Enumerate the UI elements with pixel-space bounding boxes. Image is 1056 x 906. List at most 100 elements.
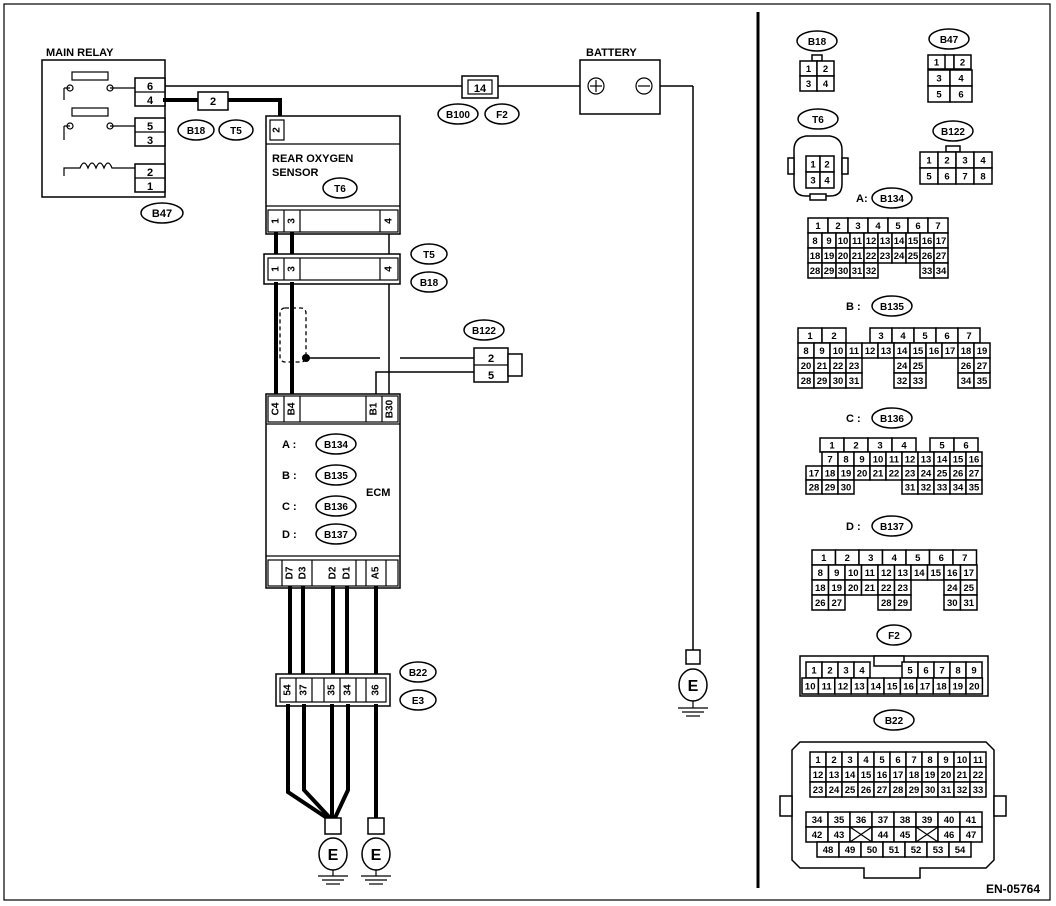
pin-number: 20 — [838, 251, 849, 262]
pin-number: 15 — [861, 770, 872, 781]
pin-number: 20 — [801, 361, 812, 372]
pin-number: 9 — [819, 346, 824, 357]
pin-number: 13 — [897, 568, 908, 579]
pin-number: 11 — [849, 346, 860, 357]
pin-number: 7 — [962, 553, 967, 564]
connector-code-b134: B134 — [324, 440, 348, 451]
pin-number: 31 — [852, 266, 863, 277]
pin-number: 1 — [811, 666, 817, 677]
pin-number: 17 — [936, 236, 947, 247]
pin-number: 27 — [977, 361, 988, 372]
relay-pin-label: 2 — [147, 167, 153, 179]
pin-number: 4 — [859, 666, 865, 677]
pin-number: 23 — [897, 583, 908, 594]
pin-cell — [953, 54, 972, 70]
rear-oxygen-sensor: 2 REAR OXYGEN SENSOR T6 1 3 4 — [265, 115, 401, 235]
pin-unused-mark — [915, 826, 939, 843]
pin-number: 53 — [933, 845, 944, 856]
pin-cell — [959, 594, 978, 611]
pin-number: 6 — [895, 755, 900, 766]
pin-number: 20 — [857, 469, 868, 480]
pin-number: 30 — [841, 483, 852, 494]
pin-number: 6 — [939, 553, 944, 564]
pin-number: 1 — [806, 64, 812, 75]
ground-label: E — [688, 678, 699, 695]
pin-number: 10 — [838, 236, 849, 247]
pin-number: 16 — [877, 770, 888, 781]
pin-number: 35 — [969, 483, 980, 494]
sensor-bottom-pin: 3 — [287, 218, 298, 224]
pin-number: 16 — [903, 682, 914, 693]
ecm-connector-letter: C : — [282, 501, 297, 513]
pin-number: 31 — [905, 483, 916, 494]
pin-number: 14 — [894, 236, 905, 247]
pin-number: 5 — [936, 90, 942, 101]
pin-number: 16 — [929, 346, 940, 357]
pin-number: 43 — [834, 830, 845, 841]
pin-number: 40 — [944, 815, 955, 826]
pin-cell — [969, 781, 987, 798]
pin-number: 13 — [854, 682, 865, 693]
pin-number: 10 — [873, 455, 884, 466]
pin-number: 2 — [960, 58, 965, 69]
pinout-code-b137: B137 — [880, 522, 904, 533]
pin-number: 7 — [962, 172, 967, 183]
pin-number: 2 — [824, 160, 829, 171]
pin-number: 20 — [969, 682, 980, 693]
ecm-bottom-pin: D3 — [298, 566, 309, 579]
pin-cell — [927, 54, 946, 70]
pin-number: 4 — [875, 221, 881, 232]
bottom-joint-pin: 34 — [343, 684, 354, 696]
pinout-label-oval — [871, 187, 913, 209]
joint-pin: 4 — [384, 266, 395, 272]
pin-number: 24 — [897, 361, 908, 372]
pin-number: 16 — [947, 568, 958, 579]
pin-number: 29 — [825, 483, 836, 494]
pin-number: 17 — [920, 682, 931, 693]
pin-number: 4 — [980, 156, 986, 167]
battery: BATTERY — [579, 47, 694, 650]
pin-number: 33 — [913, 376, 924, 387]
ground-ecm-1: E — [318, 817, 348, 885]
pinout-label-oval — [932, 120, 974, 142]
pin-number: 2 — [831, 755, 836, 766]
pin-number: 19 — [831, 583, 842, 594]
pin-number: 30 — [925, 785, 936, 796]
pinout-prefix: D : — [846, 521, 861, 533]
pin-number: 22 — [833, 361, 844, 372]
pin-number: 18 — [825, 469, 836, 480]
pin-number: 8 — [803, 346, 808, 357]
pin-number: 2 — [827, 666, 832, 677]
pin-number: 10 — [848, 568, 859, 579]
pin-number: 29 — [817, 376, 828, 387]
pin-number: 25 — [963, 583, 974, 594]
pin-number: 6 — [963, 441, 968, 452]
pin-number: 51 — [889, 845, 900, 856]
pin-number: 1 — [829, 441, 835, 452]
pin-number: 34 — [936, 266, 947, 277]
pin-cell — [909, 372, 927, 389]
pin-number: 12 — [838, 682, 849, 693]
sensor-title: SENSOR — [272, 167, 319, 179]
joint-pin: 1 — [271, 266, 282, 272]
pin-number: 34 — [812, 815, 823, 826]
pin-number: 4 — [900, 331, 906, 342]
pin-number: 28 — [810, 266, 821, 277]
pin-number: 3 — [962, 156, 967, 167]
pin-number: 28 — [801, 376, 812, 387]
pin-number: 34 — [961, 376, 972, 387]
pin-number: 33 — [937, 483, 948, 494]
connector-code-b18: B18 — [420, 278, 439, 289]
pin-number: 2 — [823, 64, 828, 75]
connector-code-t5: T5 — [230, 126, 242, 137]
pin-cell — [816, 75, 835, 92]
pin-number: 9 — [834, 568, 839, 579]
pin-number: 24 — [894, 251, 905, 262]
pin-cell — [948, 841, 972, 858]
pin-number: 22 — [973, 770, 984, 781]
pin-number: 6 — [944, 172, 949, 183]
pin-number: 4 — [823, 79, 829, 90]
connector-code-b18: B18 — [187, 126, 206, 137]
connector-code-b22: B22 — [409, 668, 428, 679]
ecm-title: ECM — [366, 487, 390, 499]
